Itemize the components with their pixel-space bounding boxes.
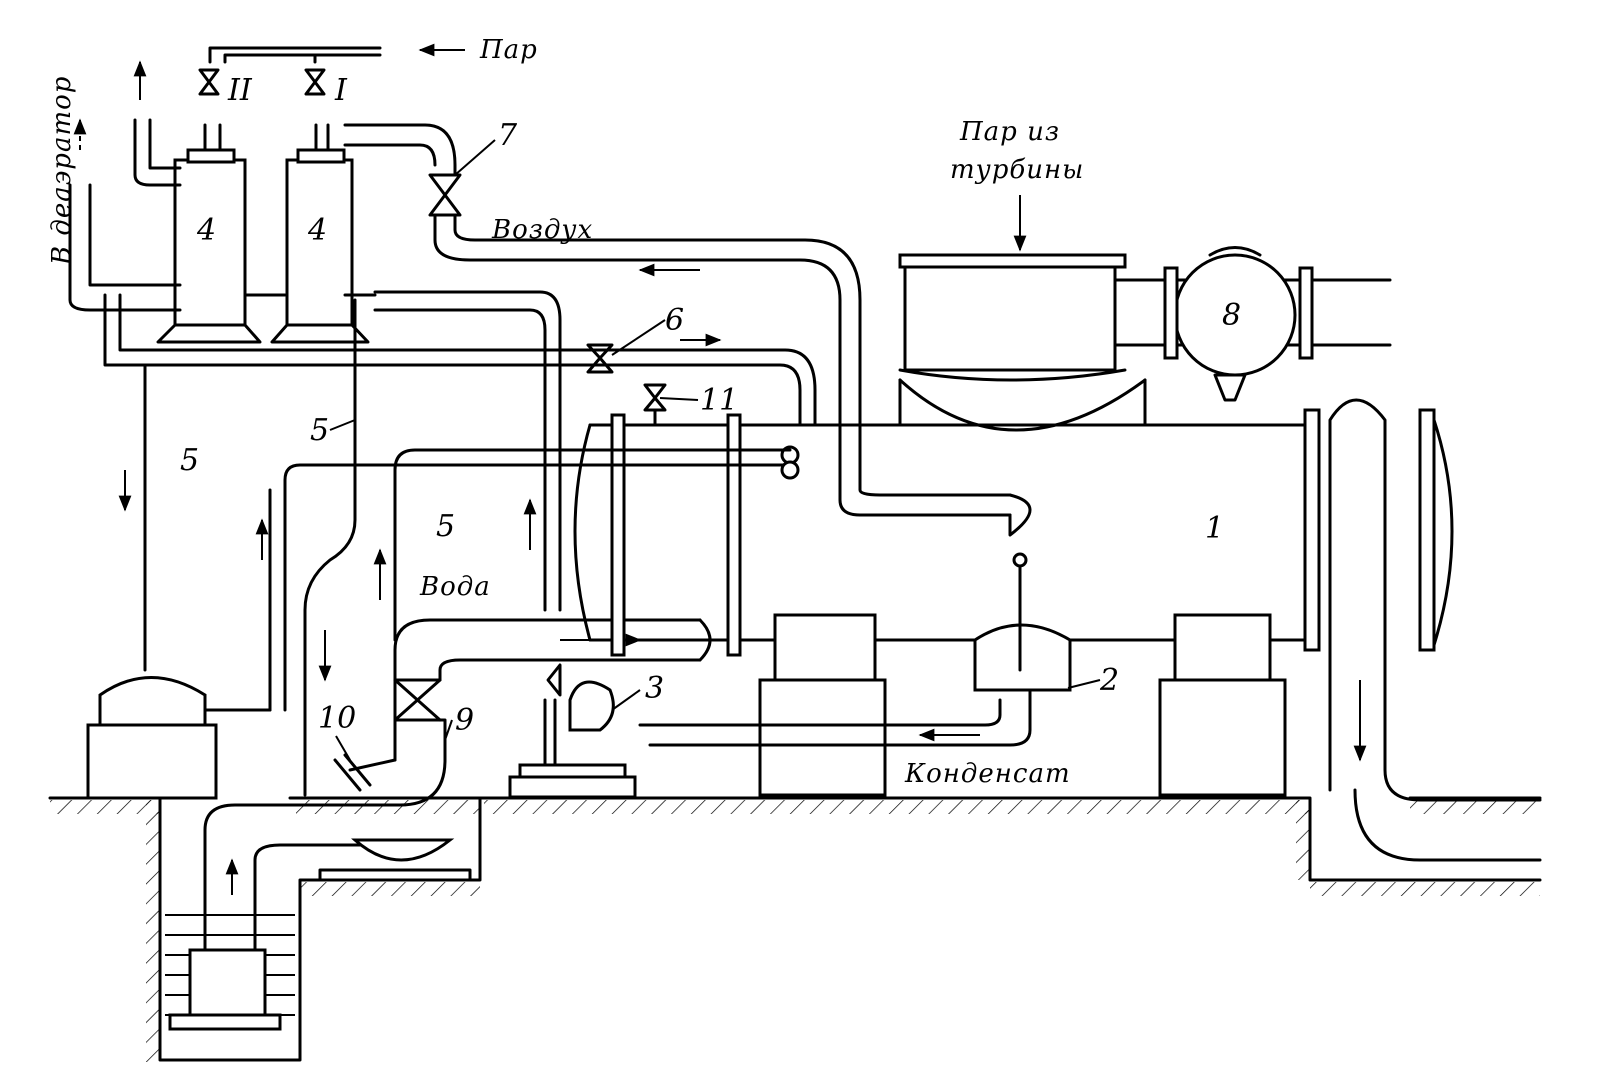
label-num-8: 8 [1222,298,1241,333]
ejector-4-right [270,123,370,344]
drain-tank [86,676,272,800]
steam-supply-line [198,43,465,96]
drain-manifold [103,290,817,612]
label-num-1: 1 [1205,511,1224,546]
drain-line-5 [118,363,800,712]
deaerator-line [68,118,182,312]
label-num-11: 11 [700,383,738,418]
label-num-2: 2 [1099,663,1119,698]
cooling-outlet-pipe [1328,398,1542,862]
condensate-pump-3 [508,663,637,799]
label-num-6: 6 [665,303,684,338]
valve-8-assembly [1113,246,1392,402]
label-num-5-top: 5 [310,413,329,448]
condensate-collector-2 [638,552,1072,747]
ejector-exhaust [133,60,182,187]
valve-10 [333,753,397,792]
label-num-4-left: 4 [196,213,216,248]
label-num-3: 3 [645,671,664,706]
condenser-1 [573,195,1454,657]
label-num-5-left: 5 [180,443,199,478]
label-roman-I: I [334,73,348,108]
label-to-deaerator: В деаэратор [47,76,77,266]
label-condensate: Конденсат [904,759,1071,789]
condenser-supports [758,613,1287,797]
label-num-4-right: 4 [307,213,327,248]
label-num-7: 7 [498,118,518,153]
label-air: Воздух [491,215,593,245]
leader-lines [329,139,1101,761]
label-steam-from-turbine-2: турбины [950,155,1084,185]
label-roman-II: II [227,73,253,108]
ground-line [48,796,1542,1062]
label-water: Вода [419,572,491,602]
label-num-10: 10 [318,701,356,736]
label-steam: Пар [479,35,538,65]
ejector-4-left [156,123,262,344]
label-num-9: 9 [455,703,474,738]
circulating-pump-9 [318,618,712,882]
label-steam-from-turbine-1: Пар из [959,117,1060,147]
drain-line-5-middle [303,298,792,797]
valve-11 [643,383,667,427]
air-line-7 [343,123,1032,537]
water-intake-pit [165,803,402,1031]
label-num-5-middle: 5 [436,509,455,544]
